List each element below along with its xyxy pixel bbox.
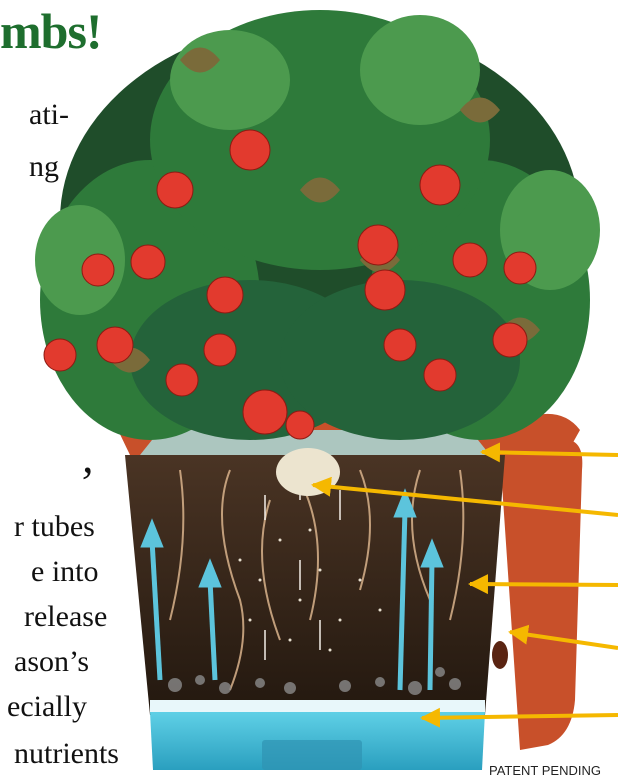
tomato-icon	[493, 323, 527, 357]
tomato-icon	[286, 411, 314, 439]
foliage	[35, 10, 600, 440]
tomato-icon	[207, 277, 243, 313]
tomato-icon	[157, 172, 193, 208]
tomato-icon	[97, 327, 133, 363]
tomato-icon	[166, 364, 198, 396]
tomato-icon	[420, 165, 460, 205]
callout-arrow-icon	[470, 584, 618, 585]
pot-side-outer	[500, 440, 582, 750]
tomato-icon	[230, 130, 270, 170]
tomato-icon	[384, 329, 416, 361]
tomato-icon	[131, 245, 165, 279]
fertilizer-pocket	[276, 448, 340, 496]
tomato-icon	[358, 225, 398, 265]
tomato-icon	[82, 254, 114, 286]
tomato-icon	[243, 390, 287, 434]
water-line	[150, 700, 485, 712]
patent-notice: PATENT PENDING	[489, 763, 601, 778]
tomato-icon	[504, 252, 536, 284]
reservoir-insert	[262, 740, 362, 770]
tomato-icon	[453, 243, 487, 277]
tomato-icon	[204, 334, 236, 366]
overflow-hole	[492, 641, 508, 669]
tomato-icon	[44, 339, 76, 371]
tomato-icon	[365, 270, 405, 310]
tomato-icon	[424, 359, 456, 391]
